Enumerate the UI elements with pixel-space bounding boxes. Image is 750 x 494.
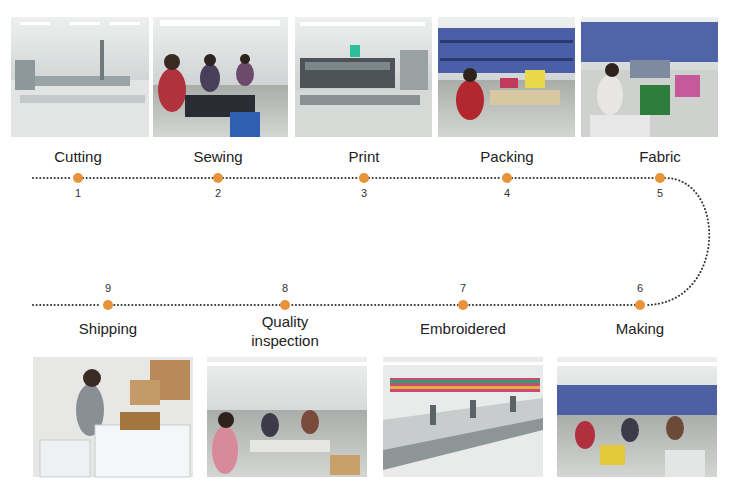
step-number: 7 [460,282,466,295]
step-label: Cutting [54,147,102,166]
dotted-connector [369,177,502,179]
step-label: Quality inspection [242,312,328,350]
step-label: Fabric [639,147,681,166]
step-number: 9 [105,282,111,295]
dotted-connector [512,177,655,179]
step-number: 6 [637,282,643,295]
making-photo [557,357,717,477]
step-dot: Embroidered7 [458,300,468,310]
step-number: 3 [361,187,367,200]
dotted-connector [468,304,635,306]
step-dot: Print3 [359,173,369,183]
sewing-photo [153,17,288,137]
step-dot: Cutting1 [73,173,83,183]
step-dot: Quality inspection8 [280,300,290,310]
print-photo [295,17,432,137]
step-label: Print [349,147,380,166]
step-label: Shipping [79,319,137,338]
packing-photo [438,17,575,137]
dotted-connector [223,177,359,179]
step-number: 4 [504,187,510,200]
step-number: 1 [75,187,81,200]
cutting-photo [11,17,149,137]
dotted-connector [113,304,280,306]
dotted-connector [645,178,709,305]
inspection-photo [207,357,367,477]
dotted-connector [83,177,213,179]
step-label: Sewing [193,147,242,166]
step-number: 2 [215,187,221,200]
dotted-tail [33,304,100,306]
step-number: 5 [657,187,663,200]
embroidery-photo [383,357,543,477]
step-label: Embroidered [420,319,506,338]
step-label: Making [616,319,664,338]
step-dot: Sewing2 [213,173,223,183]
shipping-photo [33,357,193,477]
step-label: Packing [480,147,533,166]
dotted-tail [33,177,70,179]
fabric-photo [581,17,718,137]
dotted-connector [290,304,458,306]
step-dot: Making6 [635,300,645,310]
step-dot: Packing4 [502,173,512,183]
step-number: 8 [282,282,288,295]
step-dot: Fabric5 [655,173,665,183]
step-dot: Shipping9 [103,300,113,310]
